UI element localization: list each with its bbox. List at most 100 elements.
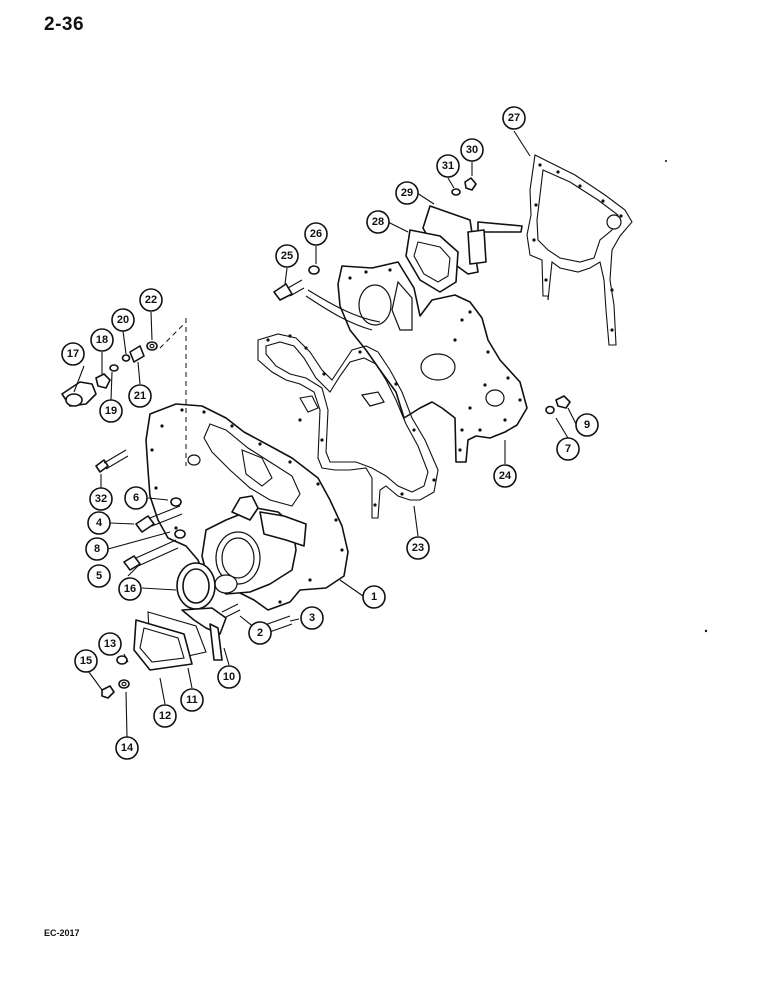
callout-19: 19 bbox=[99, 399, 123, 423]
svg-text:13: 13 bbox=[104, 638, 116, 650]
callout-7: 7 bbox=[556, 437, 580, 461]
callout-12: 12 bbox=[153, 704, 177, 728]
callout-25: 25 bbox=[275, 244, 299, 268]
front-cover-1 bbox=[145, 403, 349, 611]
nut-15 bbox=[101, 685, 115, 699]
gasket-28 bbox=[405, 229, 459, 293]
callout-23: 23 bbox=[406, 536, 430, 560]
gasket-27 bbox=[526, 154, 633, 346]
callout-29: 29 bbox=[395, 181, 419, 205]
nut-30 bbox=[464, 177, 477, 191]
nut-18 bbox=[95, 373, 111, 389]
callout-9: 9 bbox=[575, 413, 599, 437]
svg-text:31: 31 bbox=[442, 160, 454, 172]
svg-text:15: 15 bbox=[80, 655, 92, 667]
callout-17: 17 bbox=[61, 342, 85, 366]
cover-12 bbox=[133, 619, 193, 671]
svg-text:24: 24 bbox=[499, 470, 512, 482]
dashed-reference-line-2 bbox=[159, 321, 187, 349]
svg-text:25: 25 bbox=[281, 250, 293, 262]
svg-text:7: 7 bbox=[565, 443, 571, 455]
callout-32: 32 bbox=[89, 487, 113, 511]
callout-20: 20 bbox=[111, 308, 135, 332]
svg-text:28: 28 bbox=[372, 216, 384, 228]
callout-21: 21 bbox=[128, 384, 152, 408]
washer-8 bbox=[174, 529, 186, 539]
washer-26 bbox=[308, 265, 320, 275]
bolt-4 bbox=[135, 505, 183, 533]
svg-text:17: 17 bbox=[67, 348, 79, 360]
svg-text:11: 11 bbox=[186, 694, 198, 706]
leader-lines bbox=[73, 130, 577, 738]
callout-15: 15 bbox=[74, 649, 98, 673]
callout-28: 28 bbox=[366, 210, 390, 234]
svg-text:19: 19 bbox=[105, 405, 117, 417]
callout-30: 30 bbox=[460, 138, 484, 162]
svg-text:9: 9 bbox=[584, 419, 590, 431]
callout-4: 4 bbox=[87, 511, 111, 535]
fitting-17 bbox=[61, 381, 97, 407]
callout-26: 26 bbox=[304, 222, 328, 246]
callout-14: 14 bbox=[115, 736, 139, 760]
svg-text:32: 32 bbox=[95, 493, 107, 505]
bolt-5 bbox=[123, 539, 179, 571]
callout-22: 22 bbox=[139, 288, 163, 312]
callout-1: 1 bbox=[362, 585, 386, 609]
speck bbox=[665, 160, 667, 162]
svg-text:6: 6 bbox=[133, 492, 139, 504]
cover-plate-29 bbox=[422, 205, 523, 275]
svg-text:23: 23 bbox=[412, 542, 424, 554]
svg-text:18: 18 bbox=[96, 334, 108, 346]
svg-text:10: 10 bbox=[223, 671, 235, 683]
svg-text:3: 3 bbox=[309, 612, 315, 624]
callout-24: 24 bbox=[493, 464, 517, 488]
callout-8: 8 bbox=[85, 537, 109, 561]
svg-text:12: 12 bbox=[159, 710, 171, 722]
callout-2: 2 bbox=[248, 621, 272, 645]
bolt-path-lines bbox=[305, 289, 381, 331]
svg-text:16: 16 bbox=[124, 583, 136, 595]
bolt-32 bbox=[95, 449, 129, 473]
pointer-10 bbox=[181, 607, 227, 661]
washer-19 bbox=[109, 364, 119, 372]
washer-31 bbox=[451, 188, 461, 196]
nut-9 bbox=[555, 395, 571, 409]
callout-13: 13 bbox=[98, 632, 122, 656]
callout-11: 11 bbox=[180, 688, 204, 712]
bolt-25 bbox=[273, 279, 305, 301]
callout-31: 31 bbox=[436, 154, 460, 178]
svg-text:5: 5 bbox=[96, 570, 102, 582]
svg-text:20: 20 bbox=[117, 314, 129, 326]
washer-7 bbox=[545, 405, 555, 415]
svg-text:30: 30 bbox=[466, 144, 478, 156]
svg-text:22: 22 bbox=[145, 294, 157, 306]
washer-20 bbox=[121, 354, 131, 362]
svg-text:8: 8 bbox=[94, 543, 100, 555]
figure-code: EC-2017 bbox=[44, 928, 80, 938]
callout-18: 18 bbox=[90, 328, 114, 352]
svg-text:4: 4 bbox=[96, 517, 103, 529]
callout-27: 27 bbox=[502, 106, 526, 130]
fitting-21 bbox=[129, 345, 145, 363]
washer-6 bbox=[170, 497, 182, 507]
svg-text:1: 1 bbox=[371, 591, 377, 603]
callout-16: 16 bbox=[118, 577, 142, 601]
callout-6: 6 bbox=[124, 486, 148, 510]
plate-24 bbox=[337, 261, 528, 463]
page-number: 2-36 bbox=[44, 14, 85, 35]
svg-text:26: 26 bbox=[310, 228, 322, 240]
callout-5: 5 bbox=[87, 564, 111, 588]
gasket-23 bbox=[257, 333, 439, 519]
svg-text:29: 29 bbox=[401, 187, 413, 199]
svg-text:2: 2 bbox=[257, 627, 263, 639]
callout-10: 10 bbox=[217, 665, 241, 689]
washer-14 bbox=[118, 679, 130, 689]
svg-text:21: 21 bbox=[134, 390, 146, 402]
stud-2 bbox=[221, 603, 241, 619]
seal-16 bbox=[176, 562, 216, 610]
speck bbox=[704, 629, 708, 633]
washer-22 bbox=[146, 341, 158, 351]
svg-text:14: 14 bbox=[121, 742, 134, 754]
svg-text:27: 27 bbox=[508, 112, 520, 124]
